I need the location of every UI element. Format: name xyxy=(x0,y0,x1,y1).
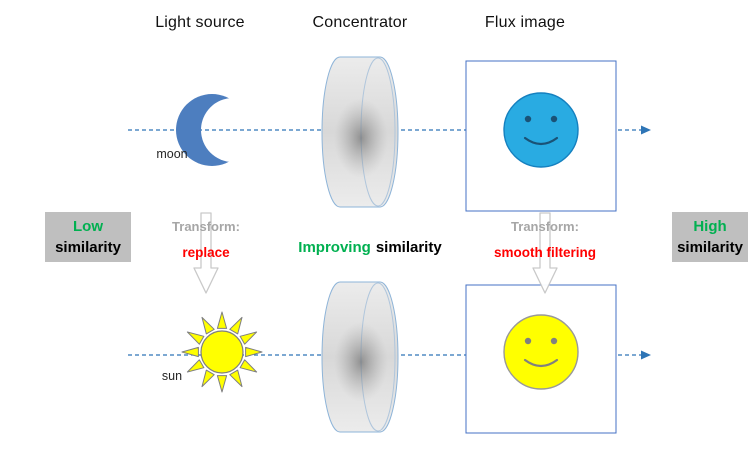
transform-left-label: Transform: xyxy=(172,219,240,234)
concentrator-header: Concentrator xyxy=(312,14,408,31)
smiley-eye xyxy=(524,337,532,345)
high-similarity-emphasis: High xyxy=(693,218,727,235)
flux-image-header: Flux image xyxy=(484,14,566,31)
concentrator-bottom-shape xyxy=(321,281,399,433)
flow-arrowhead-bottom xyxy=(641,350,651,360)
transform-left-action: replace xyxy=(182,245,230,260)
similarity-word: similarity xyxy=(375,239,442,256)
concentrator-top-shape xyxy=(321,56,399,208)
smiley-eye xyxy=(550,115,558,123)
down-block-arrow-right-icon xyxy=(532,212,558,294)
smiley-mouth xyxy=(523,358,559,368)
down-block-arrow-left-icon xyxy=(193,212,219,294)
high-similarity-rest: similarity xyxy=(677,239,743,256)
high-similarity-badge: High similarity xyxy=(672,212,748,262)
transform-right-label: Transform: xyxy=(511,219,579,234)
light-source-header: Light source xyxy=(155,14,245,31)
low-similarity-rest: similarity xyxy=(55,239,121,256)
flow-arrowhead-top xyxy=(641,125,651,135)
moon-label: moon xyxy=(156,147,188,161)
smiley-mouth xyxy=(523,136,559,146)
smiley-eye xyxy=(524,115,532,123)
smiley-eye xyxy=(550,337,558,345)
moon-icon xyxy=(176,94,248,166)
sun-label: sun xyxy=(161,369,183,383)
transform-right-action: smooth filtering xyxy=(494,245,596,260)
low-similarity-emphasis: Low xyxy=(73,218,103,235)
low-similarity-badge: Low similarity xyxy=(45,212,131,262)
blue-smiley-icon xyxy=(503,92,579,168)
yellow-smiley-icon xyxy=(503,314,579,390)
sun-icon xyxy=(181,311,263,393)
improving-word: Improving xyxy=(298,239,371,256)
